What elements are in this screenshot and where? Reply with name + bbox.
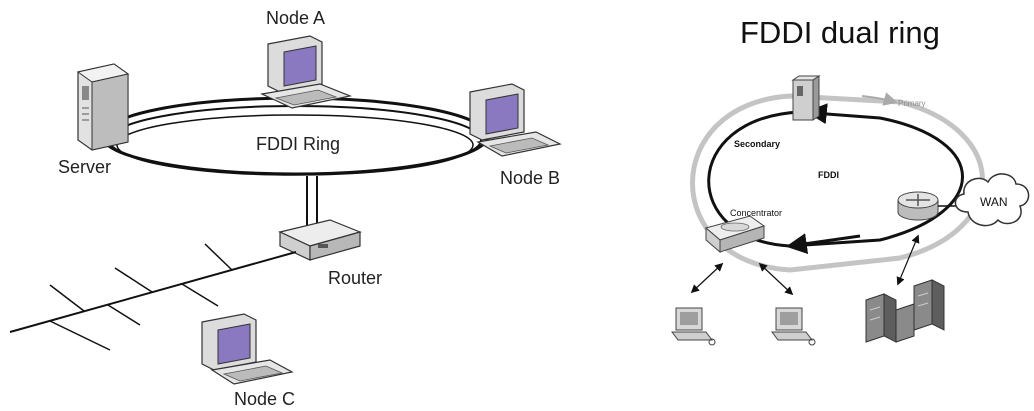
- node-b-label: Node B: [500, 168, 560, 188]
- concentrator-label: Concentrator: [730, 208, 782, 218]
- server-label: Server: [58, 157, 111, 177]
- right-fddi-dual-ring: Primary Secondary FDDI WAN: [671, 75, 1030, 346]
- router-icon-right: [897, 191, 939, 221]
- fddi-label: FDDI: [818, 170, 839, 180]
- workstation-left-icon: [671, 307, 716, 346]
- concentrator-icon: [704, 215, 766, 254]
- left-fddi-network: FDDI Ring Server Node A Node B: [9, 8, 562, 409]
- wan-label: WAN: [980, 195, 1008, 209]
- node-c-workstation-icon: [201, 313, 294, 385]
- primary-ring-label: Primary: [898, 99, 926, 108]
- node-b-workstation-icon: [469, 83, 562, 157]
- server-cluster-icon: [865, 279, 945, 343]
- fddi-ring-label: FDDI Ring: [256, 134, 340, 154]
- lan-backbone: [9, 243, 297, 351]
- node-c-label: Node C: [234, 389, 295, 409]
- server-icon: [76, 63, 130, 151]
- concentrator-link-right: [758, 262, 794, 296]
- server-icon-right: [791, 75, 821, 121]
- node-a-label: Node A: [266, 8, 325, 28]
- diagram-title: FDDI dual ring: [740, 15, 940, 50]
- concentrator-link-left: [690, 262, 724, 294]
- workstation-right-icon: [771, 307, 816, 346]
- router-icon: [278, 219, 362, 261]
- node-a-workstation-icon: [260, 35, 353, 109]
- secondary-ring: [707, 110, 964, 248]
- wan-cloud-icon: [954, 173, 1030, 227]
- router-uplink: [306, 176, 318, 226]
- router-label: Router: [328, 268, 382, 288]
- secondary-ring-label: Secondary: [734, 139, 780, 149]
- router-link-down: [896, 234, 920, 286]
